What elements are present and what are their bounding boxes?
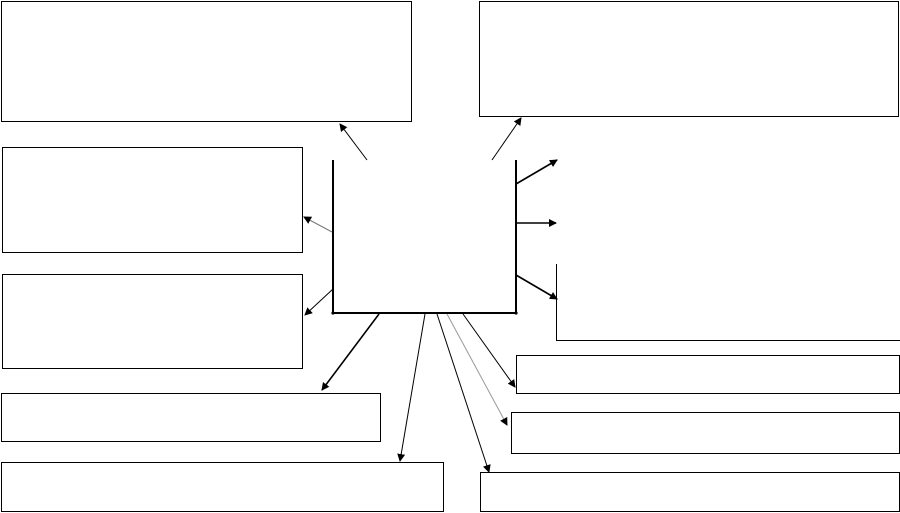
- arrow-to-left-bottom-2: [397, 313, 426, 462]
- arrow-to-left-middle-2: [304, 288, 334, 316]
- arrow-to-left-middle-1: [303, 216, 333, 233]
- arrow-to-right-top: [515, 159, 558, 185]
- arrow-to-left-bottom-1: [321, 313, 380, 391]
- label-box-top-right: [479, 1, 899, 117]
- label-box-right-bottom-1: [516, 355, 900, 394]
- vessel-corner-left: [331, 311, 335, 315]
- arrow-to-right-bottom-3: [436, 313, 491, 473]
- container-vessel: [331, 160, 518, 315]
- label-box-right-middle: [556, 264, 900, 341]
- arrow-to-right-middle: [515, 274, 558, 300]
- label-box-left-bottom-1: [1, 393, 381, 442]
- arrow-to-top-left: [339, 123, 368, 161]
- arrow-to-right-bottom-1: [462, 313, 516, 388]
- vessel-corner-right: [514, 311, 518, 315]
- arrows: [303, 117, 558, 473]
- label-box-top-left: [1, 1, 412, 122]
- label-box-left-middle-1: [2, 147, 303, 253]
- arrow-to-top-right: [491, 117, 522, 161]
- arrow-to-right-bottom-2: [446, 313, 508, 426]
- label-box-left-middle-2: [2, 274, 303, 369]
- label-box-left-bottom-2: [1, 462, 444, 512]
- label-box-right-bottom-3: [480, 472, 900, 512]
- label-box-right-bottom-2: [511, 412, 900, 454]
